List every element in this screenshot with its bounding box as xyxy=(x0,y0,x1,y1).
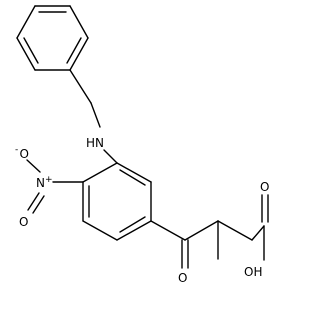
molecule-structure: HN N+ O- O O O OH xyxy=(15,5,269,285)
structure-canvas: HN N+ O- O O O OH xyxy=(15,5,269,285)
n-ring-bond xyxy=(103,149,118,164)
benzyl-ch2-bond xyxy=(69,69,92,104)
ketone-o-label: O xyxy=(178,271,187,285)
acid-o-label: O xyxy=(260,180,269,194)
nitro-o-label: O xyxy=(19,215,28,229)
ring-carbonyl-bond xyxy=(150,220,186,241)
nitro-o-minus-label: O- xyxy=(15,145,29,161)
nitro-n-label: N+ xyxy=(36,175,53,190)
ch2-cooh-bond xyxy=(251,225,265,241)
central-aromatic-ring xyxy=(82,162,152,241)
nitro-o-single-bond xyxy=(26,159,41,173)
nitro-o-double-bond-b xyxy=(32,195,45,214)
ch2-n-bond xyxy=(90,102,101,128)
benzyl-phenyl-ring xyxy=(16,5,89,71)
carbonyl-ch-bond xyxy=(184,220,219,241)
acid-oh-label: OH xyxy=(244,265,262,279)
ch-ch2-bond xyxy=(217,220,253,241)
amine-label: HN xyxy=(86,136,104,150)
nitro-o-double-bond-a xyxy=(27,192,40,211)
